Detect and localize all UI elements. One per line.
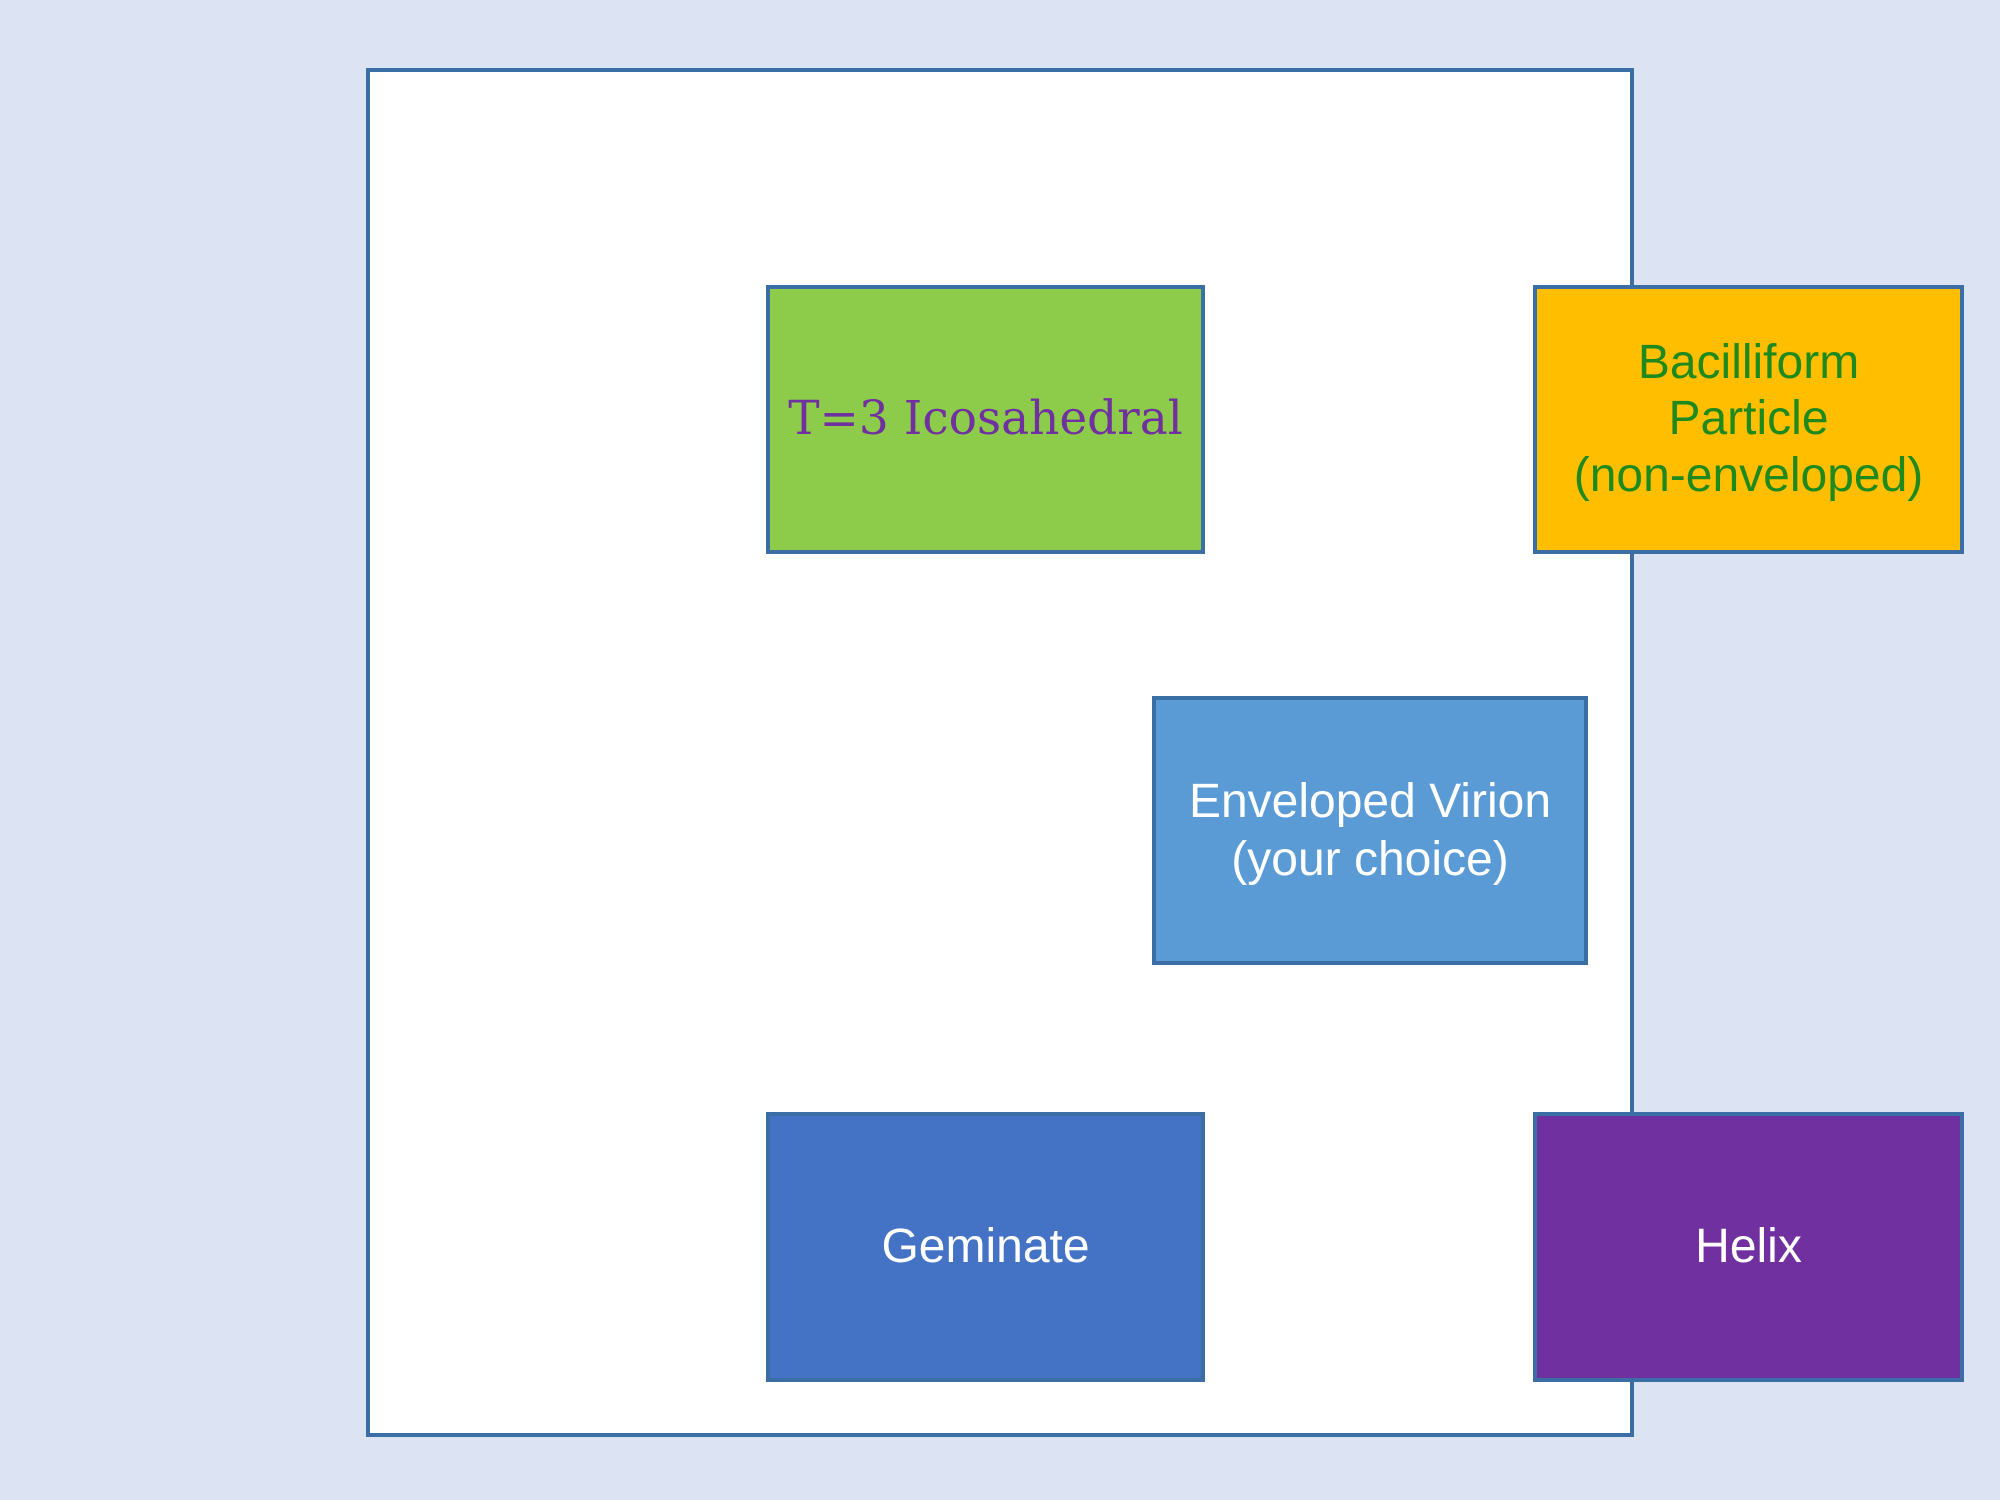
shape-box-enveloped-virion[interactable]: Enveloped Virion (your choice) [1152,696,1588,965]
shape-box-helix[interactable]: Helix [1533,1112,1964,1382]
shape-label-geminate: Geminate [881,1220,1090,1274]
shape-label-icosahedral: T=3 Icosahedral [788,391,1183,447]
shape-label-bacilliform: Bacilliform Particle (non-enveloped) [1573,335,1924,502]
slide-panel: T=3 Icosahedral Bacilliform Particle (no… [366,68,1964,1437]
shape-box-geminate[interactable]: Geminate [766,1112,1205,1382]
shape-box-bacilliform[interactable]: Bacilliform Particle (non-enveloped) [1533,285,1964,554]
shape-label-enveloped-virion: Enveloped Virion (your choice) [1188,774,1552,886]
shape-box-icosahedral[interactable]: T=3 Icosahedral [766,285,1205,554]
shape-label-helix: Helix [1695,1220,1802,1274]
